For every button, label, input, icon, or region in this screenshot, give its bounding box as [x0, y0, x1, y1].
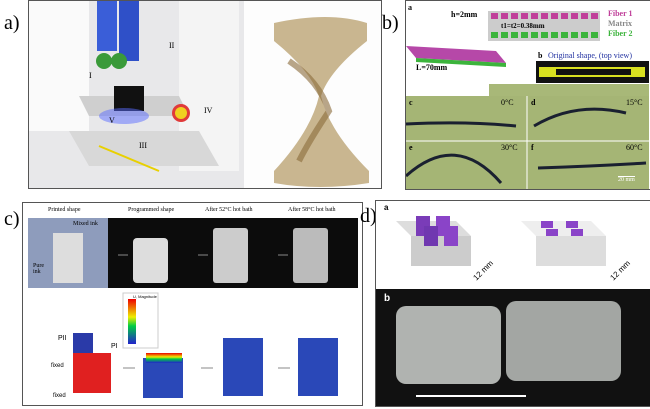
fiber-square: [561, 32, 568, 38]
original-shape-label: Original shape, (top view): [548, 51, 632, 60]
photo-e-temp: 30°C: [501, 143, 518, 152]
fiber-square: [511, 13, 518, 19]
height-label: h=2mm: [451, 10, 478, 19]
fiber-square: [561, 13, 568, 19]
step-52: After 52°C hot bath: [205, 207, 253, 213]
photo-d-temp: 15°C: [626, 98, 643, 107]
fiber-square: [571, 32, 578, 38]
fiber-square: [581, 13, 588, 19]
scale-bar-label: 20 mm: [618, 176, 635, 183]
box-illustration: [28, 218, 358, 398]
fiber-square: [501, 32, 508, 38]
photo-d-id: d: [531, 98, 536, 107]
fiber-square: [491, 13, 498, 19]
legend-matrix: Matrix: [608, 19, 632, 28]
fiber-square: [521, 32, 528, 38]
fiber-square: [541, 32, 548, 38]
legend-fiber-2: Fiber 2: [608, 29, 633, 38]
step-58: After 58°C hot bath: [288, 207, 336, 213]
roman-II: II: [169, 41, 175, 50]
panel-b: a h=2mm t1=t2=0.38mm L=70mm Fiber 1 Matr…: [405, 0, 650, 190]
printer-illustration: [29, 1, 381, 188]
fiber-square: [541, 13, 548, 19]
roman-III: III: [139, 141, 147, 150]
thickness-label: t1=t2=0.38mm: [501, 22, 545, 30]
panel-d-label: d): [360, 205, 377, 227]
fiber-square: [551, 13, 558, 19]
mixed-ink-label: Mixed ink: [73, 221, 98, 227]
fiber-square: [591, 13, 598, 19]
p1-label: PI: [111, 343, 118, 350]
panel-d: a 12 mm 12 mm b: [375, 200, 650, 407]
legend-fiber-1: Fiber 1: [608, 9, 633, 18]
fixed-label-1: fixed: [51, 363, 64, 369]
photo-c-id: c: [409, 98, 413, 107]
composite-diagram: [406, 11, 649, 189]
fiber-square: [531, 13, 538, 19]
fiber-square: [521, 13, 528, 19]
photo-f-temp: 60°C: [626, 143, 643, 152]
fiber-square: [571, 13, 578, 19]
panel-c-label: c): [4, 208, 20, 230]
roman-V: V: [109, 116, 115, 125]
legend-title: U, Magnitude: [133, 294, 157, 299]
sub-a: a: [384, 203, 389, 212]
p2-label: PII: [58, 335, 67, 342]
roman-IV: IV: [204, 106, 213, 115]
photo-c-temp: 0°C: [501, 98, 514, 107]
fiber-square: [581, 32, 588, 38]
lattice-illustration: [376, 216, 650, 406]
panel-a-label: a): [4, 12, 20, 34]
pure-ink-label: Pure ink: [33, 263, 44, 275]
fiber-square: [531, 32, 538, 38]
fixed-label-2: fixed: [53, 393, 66, 399]
photo-f-id: f: [531, 143, 534, 152]
panel-c: Printed shape Programmed shape After 52°…: [22, 202, 363, 406]
length-label: L=70mm: [416, 63, 448, 72]
step-programmed: Programmed shape: [128, 207, 175, 213]
sub-a: a: [408, 3, 412, 12]
fiber-square: [551, 32, 558, 38]
sub-b: b: [384, 293, 391, 304]
step-printed: Printed shape: [48, 207, 81, 213]
panel-b-label: b): [382, 12, 399, 34]
fiber-square: [511, 32, 518, 38]
panel-a: I II III IV V: [28, 0, 382, 189]
fiber-square: [591, 32, 598, 38]
fiber-square: [501, 13, 508, 19]
sub-b: b: [538, 51, 543, 60]
photo-e-id: e: [409, 143, 413, 152]
fiber-square: [491, 32, 498, 38]
roman-I: I: [89, 71, 92, 80]
fiber-cross-section: [491, 13, 598, 38]
